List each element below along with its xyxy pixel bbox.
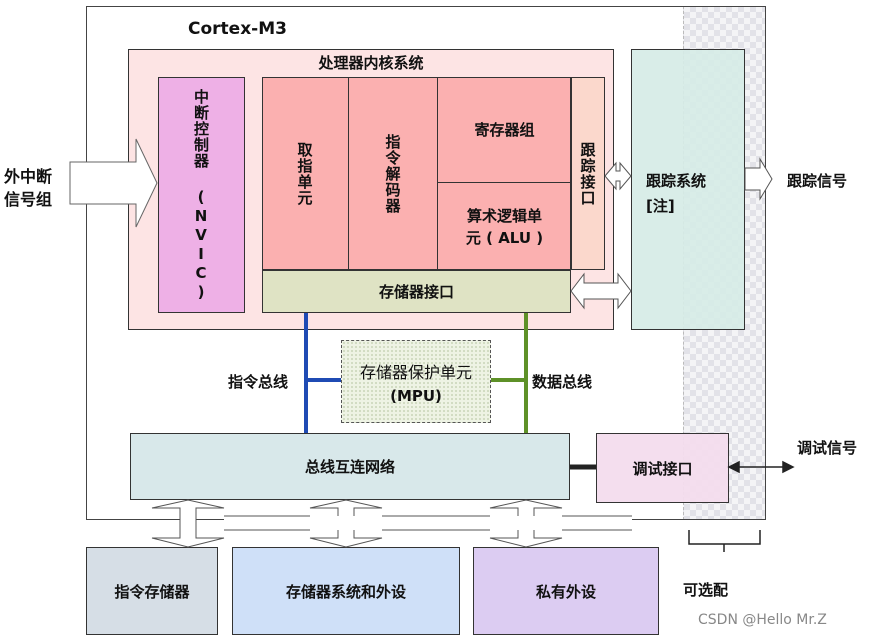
optional-bracket: [688, 530, 761, 552]
fetch-unit-label: 取指单元: [295, 141, 314, 206]
mpu-line1: 存储器保护单元: [359, 362, 472, 382]
trace-system-note: [注]: [646, 197, 675, 215]
core-units-group: [262, 77, 571, 270]
optional-label: 可选配: [683, 581, 729, 599]
private-peripherals: 私有外设: [473, 547, 659, 635]
instruction-bus-label: 指令总线: [228, 373, 289, 391]
watermark: CSDN @Hello Mr.Z: [698, 612, 827, 628]
memory-interface: 存储器接口: [262, 270, 571, 313]
nvic-block: 中断控制器 (NVIC): [158, 77, 245, 313]
nvic-label: 中断控制器 (NVIC): [192, 88, 210, 302]
cortex-m3-title: Cortex-M3: [188, 19, 287, 39]
trace-interface: 跟踪接口: [571, 77, 605, 270]
processor-core-system-title: 处理器内核系统: [318, 54, 424, 72]
external-interrupts-label-1: 外中断: [4, 167, 53, 186]
trace-system: [631, 49, 745, 330]
debug-signal-label: 调试信号: [797, 439, 858, 457]
alu: 算术逻辑单元 ( ALU ): [438, 183, 571, 270]
external-interrupts-label-2: 信号组: [4, 190, 53, 209]
trace-interface-label: 跟踪接口: [578, 141, 597, 206]
data-bus-label: 数据总线: [532, 373, 593, 391]
trace-system-label: 跟踪系统: [646, 172, 707, 190]
debug-interface: 调试接口: [596, 433, 729, 503]
instruction-decoder-label: 指令解码器: [383, 133, 402, 214]
trace-signal-label: 跟踪信号: [787, 172, 848, 190]
alu-label: 算术逻辑单元 ( ALU ): [465, 206, 544, 247]
instruction-memory: 指令存储器: [86, 547, 218, 635]
register-bank: 寄存器组: [438, 77, 571, 183]
mpu-block: 存储器保护单元 (MPU): [341, 340, 491, 423]
fetch-unit: 取指单元: [262, 77, 349, 270]
memory-system-peripherals: 存储器系统和外设: [232, 547, 460, 635]
mpu-line2: (MPU): [390, 386, 442, 405]
instruction-decoder: 指令解码器: [349, 77, 438, 270]
bus-matrix: 总线互连网络: [130, 433, 570, 500]
